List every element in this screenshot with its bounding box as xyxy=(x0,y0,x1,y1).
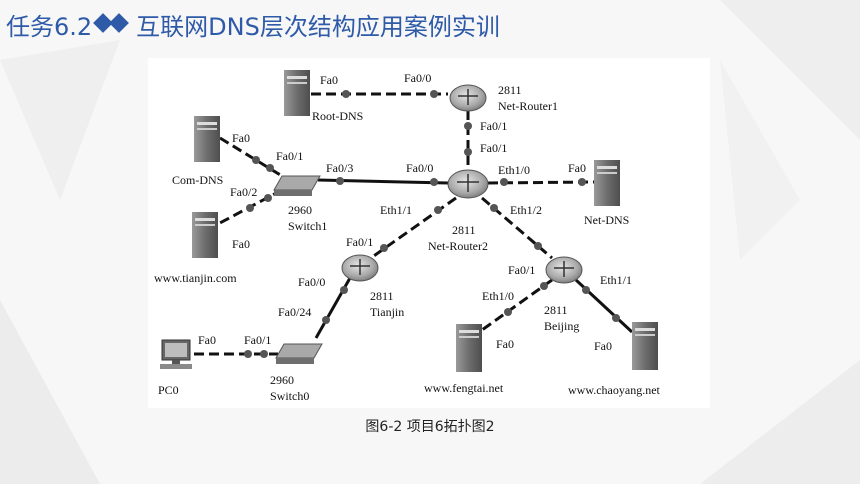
topology-figure: Root-DNS 2811 Net-Router1 Com-DNS 2960 S… xyxy=(148,58,710,408)
port-label: Fa0 xyxy=(198,333,216,347)
topology-diagram: Root-DNS 2811 Net-Router1 Com-DNS 2960 S… xyxy=(154,70,661,403)
router-beijing-icon xyxy=(545,256,583,284)
port-label: Eth1/0 xyxy=(498,163,530,177)
router-net-router2-icon xyxy=(447,169,489,199)
label-switch0: Switch0 xyxy=(270,389,309,403)
label-beijing: Beijing xyxy=(544,319,579,333)
server-www-tianjin xyxy=(192,212,218,258)
port-label: Fa0 xyxy=(568,161,586,175)
port-label: Fa0/1 xyxy=(244,333,271,347)
port-label: Fa0 xyxy=(320,73,338,87)
label-net-dns: Net-DNS xyxy=(584,213,629,227)
label-com-dns: Com-DNS xyxy=(172,173,223,187)
pc0-icon xyxy=(160,339,192,369)
port-label: Eth1/1 xyxy=(380,203,412,217)
label-net-router1-model: 2811 xyxy=(498,83,522,97)
port-label: Fa0/1 xyxy=(276,149,303,163)
port-label: Fa0 xyxy=(594,339,612,353)
port-label: Fa0 xyxy=(496,337,514,351)
label-pc0: PC0 xyxy=(158,383,179,397)
port-label: Fa0/1 xyxy=(346,235,373,249)
port-label: Fa0/1 xyxy=(480,141,507,155)
port-label: Fa0/24 xyxy=(278,305,311,319)
label-root-dns: Root-DNS xyxy=(312,109,363,123)
label-switch1: Switch1 xyxy=(288,219,327,233)
label-net-router2: Net-Router2 xyxy=(428,239,488,253)
task-number: 任务6.2 xyxy=(6,12,93,41)
switch1-icon xyxy=(273,175,321,196)
label-net-router1: Net-Router1 xyxy=(498,99,558,113)
server-net-dns xyxy=(594,160,620,206)
figure-caption: 图6-2 项目6拓扑图2 xyxy=(365,419,495,435)
label-www-tianjin: www.tianjin.com xyxy=(154,271,237,285)
port-label: Fa0/0 xyxy=(404,71,431,85)
label-www-chaoyang: www.chaoyang.net xyxy=(568,383,661,397)
port-label: Eth1/2 xyxy=(510,203,542,217)
port-label: Fa0/1 xyxy=(480,119,507,133)
server-root-dns xyxy=(284,70,310,116)
server-www-chaoyang xyxy=(632,322,658,370)
port-label: Fa0 xyxy=(232,131,250,145)
router-net-router1-icon xyxy=(449,84,487,112)
port-label: Eth1/1 xyxy=(600,273,632,287)
port-label: Fa0/3 xyxy=(326,161,353,175)
link-dots xyxy=(244,90,620,358)
server-com-dns xyxy=(194,116,220,162)
label-beijing-model: 2811 xyxy=(544,303,568,317)
label-net-router2-model: 2811 xyxy=(452,223,476,237)
label-www-fengtai: www.fengtai.net xyxy=(424,381,504,395)
port-label: Fa0/1 xyxy=(508,263,535,277)
label-switch0-model: 2960 xyxy=(270,373,294,387)
port-label: Fa0/2 xyxy=(230,185,257,199)
port-label: Eth1/0 xyxy=(482,289,514,303)
label-switch1-model: 2960 xyxy=(288,203,312,217)
server-www-fengtai xyxy=(456,324,482,372)
port-label: Fa0 xyxy=(232,237,250,251)
switch0-icon xyxy=(275,343,323,364)
router-tianjin-icon xyxy=(341,254,379,282)
diamond-icon xyxy=(93,13,132,35)
port-label: Fa0/0 xyxy=(406,161,433,175)
label-tianjin: Tianjin xyxy=(370,305,404,319)
slide-heading: 互联网DNS层次结构应用案例实训 xyxy=(136,12,500,41)
slide-title: 任务6.2 互联网DNS层次结构应用案例实训 xyxy=(6,6,500,42)
label-tianjin-model: 2811 xyxy=(370,289,394,303)
port-label: Fa0/0 xyxy=(298,275,325,289)
